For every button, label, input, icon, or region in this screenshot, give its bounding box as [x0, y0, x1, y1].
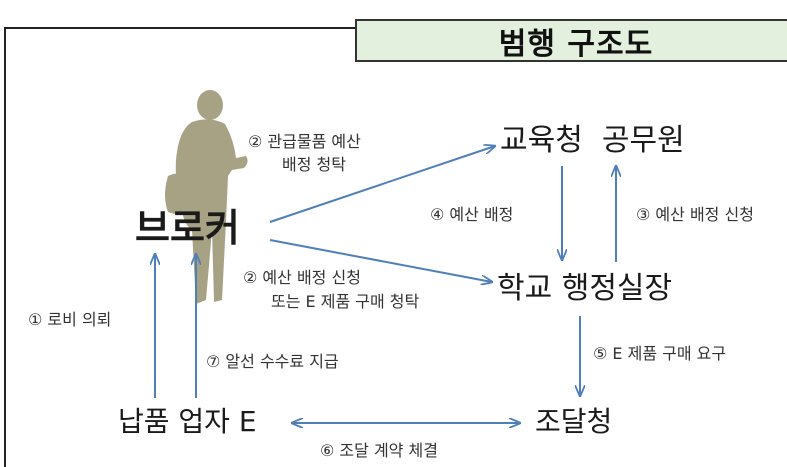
node-broker: 브로커: [135, 206, 240, 250]
arrow-broker-to-education: [269, 146, 495, 223]
label-edge-7: ⑦ 알선 수수료 지급: [206, 352, 339, 371]
label-edge-2a-line1: ② 관급물품 예산: [248, 132, 361, 151]
node-supplier: 납품 업자 E: [118, 405, 257, 438]
label-edge-2a-line2: 배정 청탁: [282, 155, 346, 174]
node-education-office: 교육청 공무원: [500, 123, 685, 158]
label-edge-5: ⑤ E 제품 구매 요구: [593, 344, 727, 363]
label-edge-6: ⑥ 조달 계약 체결: [320, 441, 438, 460]
label-edge-2b-line1: ② 예산 배정 신청: [243, 268, 361, 287]
label-edge-4: ④ 예산 배정: [430, 205, 514, 224]
node-school-admin: 학교 행정실장: [497, 271, 673, 306]
diagram-canvas: [0, 90, 787, 452]
node-procurement: 조달청: [535, 405, 613, 438]
title-box: 범행 구조도: [355, 19, 787, 62]
arrow-broker-to-school: [269, 239, 492, 282]
label-edge-1: ① 로비 의뢰: [28, 310, 112, 329]
arrows: [155, 146, 616, 423]
page-title: 범행 구조도: [498, 27, 654, 62]
man-silhouette-icon: [165, 90, 248, 304]
label-edge-2b-line2: 또는 E 제품 구매 청탁: [271, 292, 420, 311]
label-edge-3: ③ 예산 배정 신청: [636, 205, 754, 224]
